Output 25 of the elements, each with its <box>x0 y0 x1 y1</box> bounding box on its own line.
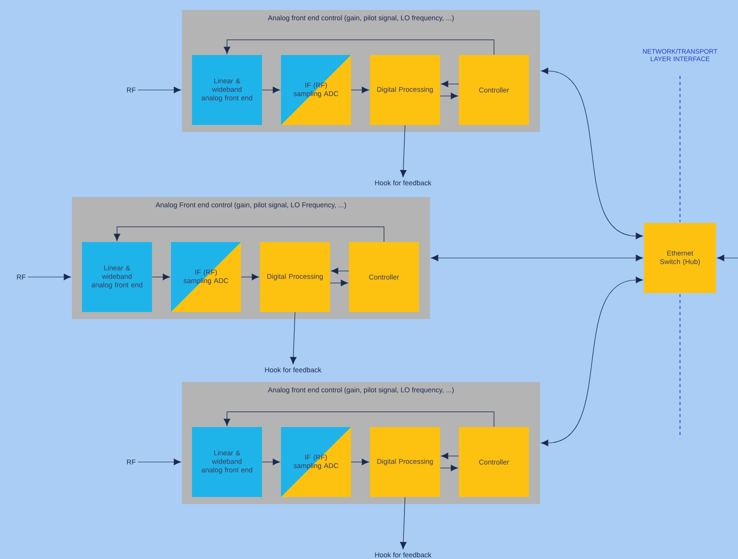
arrow <box>440 464 458 472</box>
arrow <box>28 274 72 280</box>
arrow <box>138 86 182 94</box>
arrow <box>138 458 182 466</box>
arrow <box>540 68 644 240</box>
arrow <box>440 80 460 88</box>
arrow <box>114 226 384 242</box>
arrow <box>400 124 407 178</box>
arrow <box>290 312 297 364</box>
arrow <box>224 40 494 56</box>
arrow <box>262 86 280 94</box>
arrow <box>716 254 738 262</box>
arrow <box>262 458 280 466</box>
arrow <box>152 274 170 280</box>
arrow <box>400 496 407 550</box>
arrow <box>440 92 458 100</box>
arrow <box>540 276 644 446</box>
arrow <box>330 280 348 286</box>
arrow <box>430 254 644 262</box>
arrow <box>350 458 370 466</box>
arrow <box>224 412 494 428</box>
arrow <box>350 86 370 94</box>
arrow <box>240 274 260 280</box>
arrow <box>330 268 350 274</box>
arrow <box>440 452 460 460</box>
